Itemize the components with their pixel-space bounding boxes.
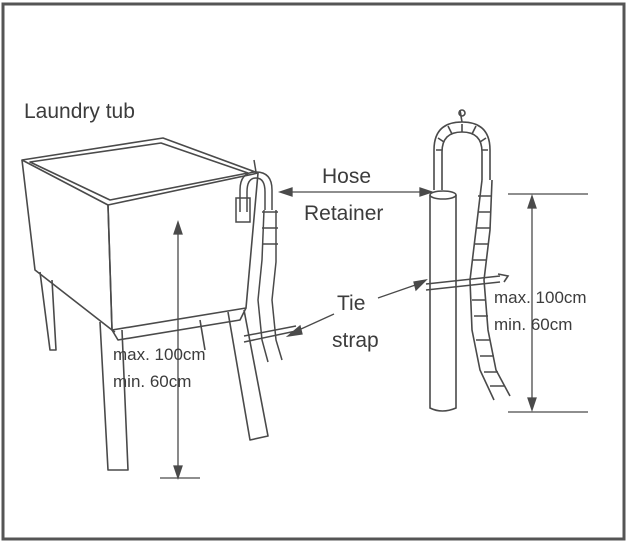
left-min-height-label: min. 60cm xyxy=(113,372,192,391)
left-max-height-label: max. 100cm xyxy=(113,345,206,364)
tie-strap-label-line1: Tie xyxy=(337,292,366,315)
tie-strap-label-line2: strap xyxy=(332,329,379,352)
tub-drain-hose xyxy=(235,159,297,363)
right-height-dimension xyxy=(508,193,588,413)
right-min-height-label: min. 60cm xyxy=(494,315,573,334)
hose-retainer-arrow xyxy=(277,187,435,197)
left-height-dimension xyxy=(160,219,200,481)
hose-retainer-label-line1: Hose xyxy=(322,165,372,188)
right-max-height-label: max. 100cm xyxy=(494,288,587,307)
laundry-tub-label: Laundry tub xyxy=(24,100,135,123)
standpipe xyxy=(425,109,511,412)
tie-strap-arrows xyxy=(285,279,428,337)
hose-retainer-label-line2: Retainer xyxy=(304,202,384,225)
laundry-tub xyxy=(21,137,269,471)
